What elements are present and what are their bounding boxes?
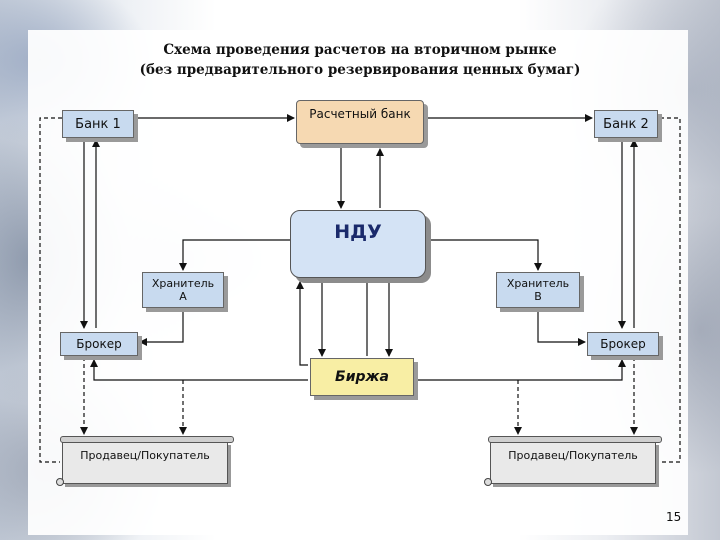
custodian-b-box: Хранитель В (496, 272, 580, 308)
custodian-a-label-line2: А (179, 290, 187, 303)
exchange-label: Биржа (335, 369, 389, 385)
scroll-right-curl (484, 478, 492, 486)
slide-title-line2: (без предварительного резервирования цен… (139, 62, 581, 78)
slide-title-line1: Схема проведения расчетов на вторичном р… (163, 42, 557, 58)
broker-right-box: Брокер (587, 332, 659, 356)
ndu-label: НДУ (334, 221, 382, 243)
seller-buyer-right-scroll: Продавец/Покупатель (490, 442, 656, 484)
bank2-label: Банк 2 (603, 116, 649, 132)
exchange-box: Биржа (310, 358, 414, 396)
custodian-b-label-line2: В (534, 290, 542, 303)
seller-buyer-left-label: Продавец/Покупатель (80, 449, 210, 462)
ndu-box: НДУ (290, 210, 426, 278)
bank1-label: Банк 1 (75, 116, 121, 132)
broker-left-label: Брокер (76, 337, 122, 351)
seller-buyer-left-scroll: Продавец/Покупатель (62, 442, 228, 484)
page-number: 15 (666, 510, 682, 524)
settlement-bank-box: Расчетный банк (296, 100, 424, 144)
broker-left-box: Брокер (60, 332, 138, 356)
custodian-a-box: Хранитель А (142, 272, 224, 308)
scroll-left-curl (56, 478, 64, 486)
broker-right-label: Брокер (600, 337, 646, 351)
bank1-box: Банк 1 (62, 110, 134, 138)
custodian-b-label-line1: Хранитель (506, 277, 570, 290)
seller-buyer-right-label: Продавец/Покупатель (508, 449, 638, 462)
bank2-box: Банк 2 (594, 110, 658, 138)
custodian-a-label-line1: Хранитель (151, 277, 215, 290)
settlement-bank-label: Расчетный банк (309, 107, 411, 121)
